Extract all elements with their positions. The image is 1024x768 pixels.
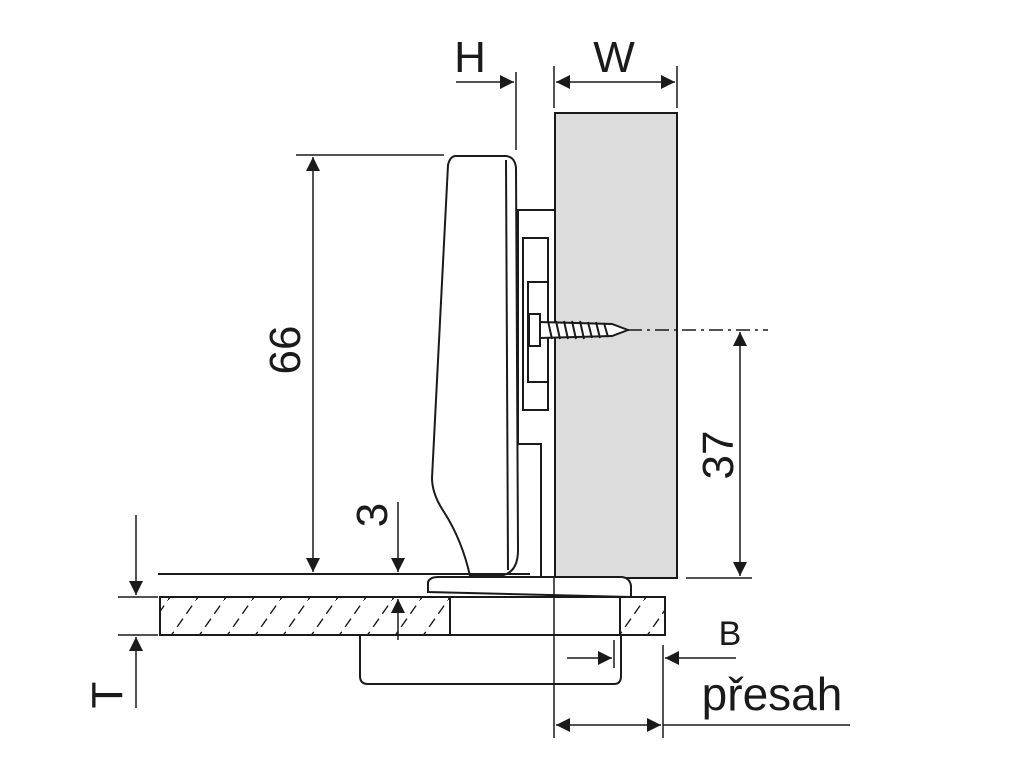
label-w: W — [593, 33, 635, 82]
hinge-flange — [427, 576, 632, 599]
label-37: 37 — [694, 431, 743, 480]
mounting-plate-inner — [522, 237, 549, 411]
screw — [528, 313, 631, 347]
hinge-arm — [430, 155, 520, 577]
cabinet-side-panel — [554, 112, 678, 579]
hinge-arm-edge — [505, 159, 509, 571]
label-presah: přesah — [702, 668, 843, 720]
mounting-plate-recess — [527, 281, 549, 383]
hinge-cup-bottom — [359, 634, 622, 685]
label-3: 3 — [348, 503, 397, 527]
label-b: B — [719, 615, 742, 653]
label-66: 66 — [261, 326, 310, 375]
label-h: H — [454, 33, 486, 82]
hinge-cup — [449, 596, 621, 636]
label-t: T — [83, 682, 132, 709]
